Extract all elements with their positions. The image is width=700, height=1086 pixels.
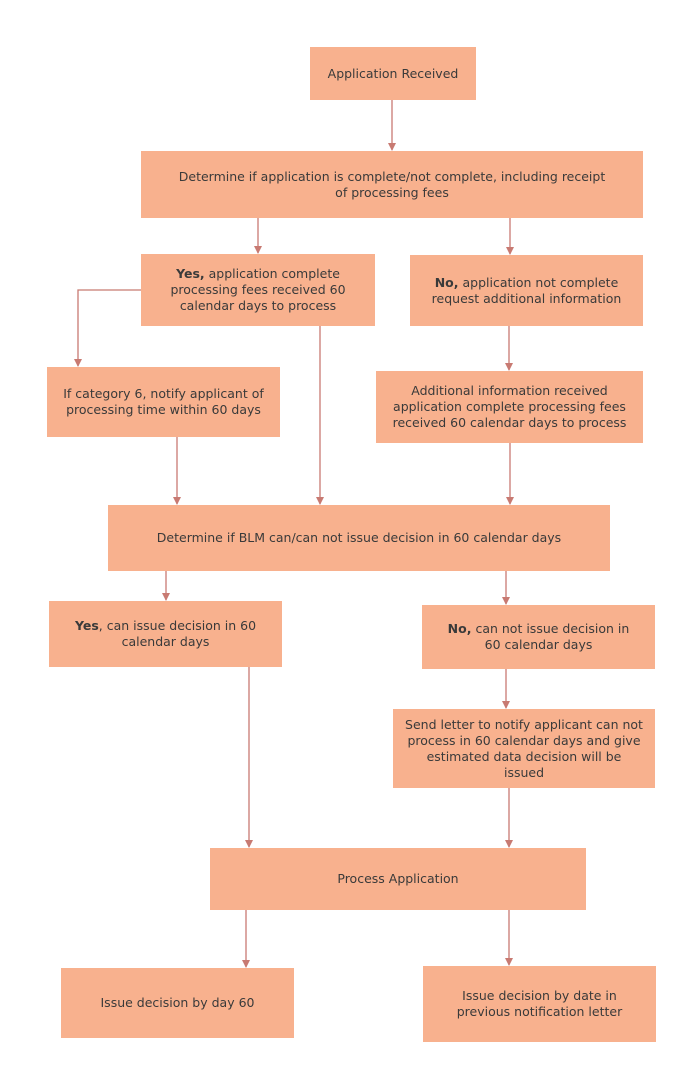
node-lead: No, bbox=[447, 621, 472, 636]
node-issue-decision-by-date: Issue decision by date in previous notif… bbox=[423, 966, 656, 1042]
node-label: Determine if application is complete/not… bbox=[178, 168, 606, 200]
node-process-application: Process Application bbox=[210, 848, 586, 910]
node-application-received: Application Received bbox=[310, 47, 476, 100]
node-label: Application Received bbox=[327, 65, 459, 81]
node-label: Additional information received applicat… bbox=[392, 383, 627, 430]
node-lead: No, bbox=[434, 274, 459, 290]
node-yes-can-issue: Yes, can issue decision in 60 calendar d… bbox=[49, 601, 282, 667]
node-label: Issue decision by date in previous notif… bbox=[456, 988, 623, 1019]
node-determine-blm: Determine if BLM can/can not issue decis… bbox=[108, 505, 610, 571]
node-issue-decision-day-60: Issue decision by day 60 bbox=[61, 968, 294, 1038]
node-label: Yes, application complete processing fee… bbox=[155, 266, 361, 314]
node-text: application complete processing fees rec… bbox=[170, 266, 346, 313]
node-send-letter: Send letter to notify applicant can not … bbox=[393, 709, 655, 788]
node-lead: Yes, bbox=[176, 266, 205, 281]
node-text: can not issue decision in 60 calendar da… bbox=[471, 621, 630, 652]
node-text: application not complete request additio… bbox=[431, 274, 622, 306]
node-no-complete: No, application not complete request add… bbox=[410, 255, 643, 326]
node-label: No, can not issue decision in 60 calenda… bbox=[442, 621, 635, 653]
node-no-can-not-issue: No, can not issue decision in 60 calenda… bbox=[422, 605, 655, 669]
node-lead: Yes bbox=[74, 618, 99, 633]
node-additional-info: Additional information received applicat… bbox=[376, 371, 643, 443]
node-text: , can issue decision in 60 calendar days bbox=[98, 618, 257, 649]
node-label: Yes, can issue decision in 60 calendar d… bbox=[71, 618, 260, 650]
node-label: If category 6, notify applicant of proce… bbox=[63, 386, 264, 417]
node-label: No, application not complete request add… bbox=[426, 275, 627, 307]
node-category-6: If category 6, notify applicant of proce… bbox=[47, 367, 280, 437]
node-label: Process Application bbox=[337, 871, 459, 886]
node-yes-complete: Yes, application complete processing fee… bbox=[141, 254, 375, 326]
node-label: Send letter to notify applicant can not … bbox=[405, 716, 643, 780]
node-determine-complete: Determine if application is complete/not… bbox=[141, 151, 643, 218]
node-label: Issue decision by day 60 bbox=[100, 995, 255, 1010]
node-label: Determine if BLM can/can not issue decis… bbox=[156, 530, 562, 545]
arrow-yes-to-category6 bbox=[74, 289, 141, 367]
